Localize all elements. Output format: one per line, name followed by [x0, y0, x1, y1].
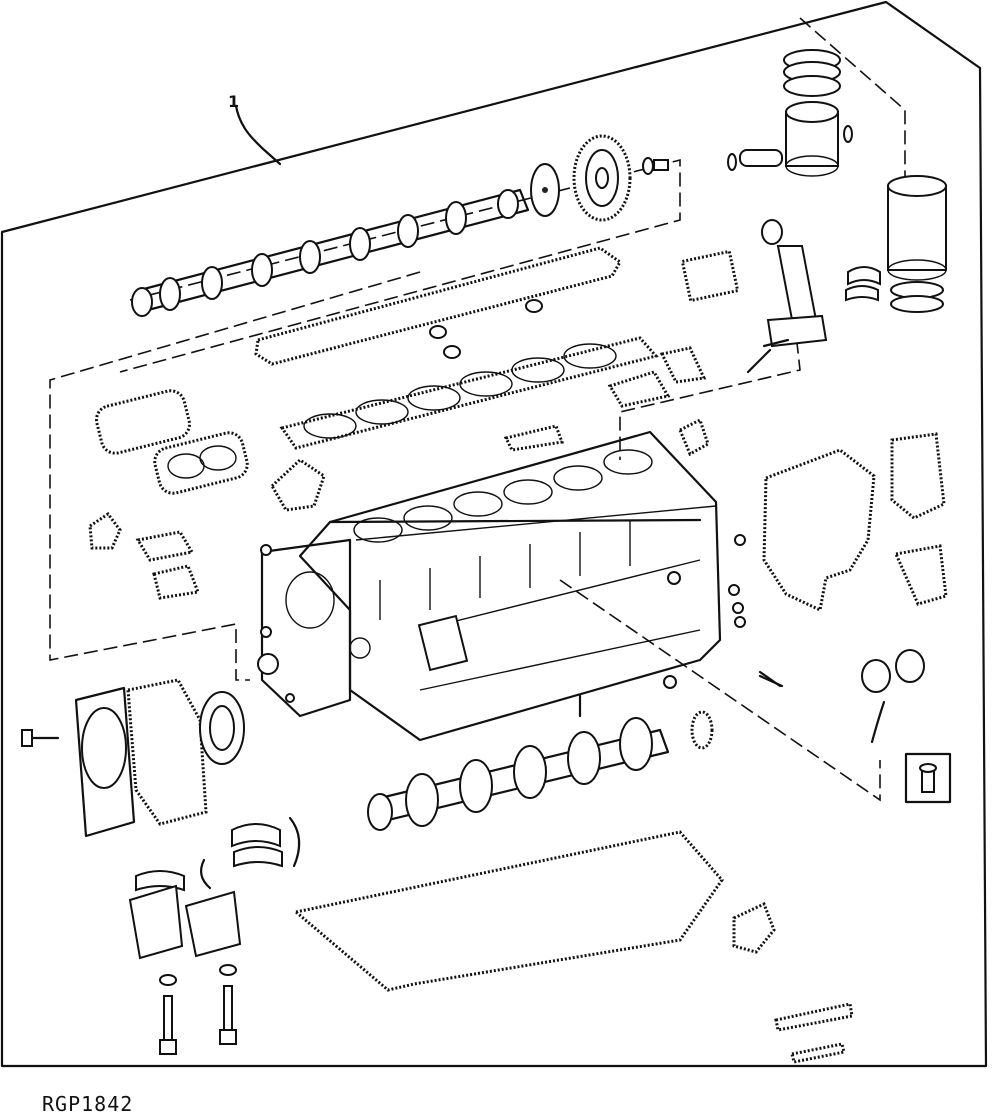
front-cover-gasket [126, 678, 208, 826]
main-bearing-caps [128, 884, 242, 960]
elbow-gasket [503, 424, 565, 452]
reference-number-label: 1 [228, 92, 240, 111]
main-bearing-cap-screws [159, 964, 237, 1055]
round-gasket [678, 417, 710, 457]
main-bearing-inserts [135, 823, 283, 892]
o-ring-small [443, 345, 461, 359]
piston [785, 101, 839, 177]
o-ring-small [429, 325, 447, 339]
timing-cover-gasket [762, 448, 876, 613]
piston-rings [783, 49, 841, 97]
valve-cover-gasket [254, 246, 622, 366]
oil-filter-base-gasket [732, 901, 776, 954]
cylinder-block [298, 430, 722, 742]
diagram-frame [0, 0, 988, 1068]
front-seal-housing [74, 686, 136, 838]
crankshaft [367, 717, 670, 831]
block-front-plate [260, 538, 371, 718]
manifold-gasket [95, 389, 249, 495]
small-strip-gasket [774, 1002, 854, 1032]
cap-screw [21, 729, 60, 747]
rod-bearing-inserts [845, 266, 881, 302]
figure-id: RGP1842 [42, 1092, 134, 1116]
spring-pin [870, 700, 886, 744]
thrust-washers [199, 816, 301, 890]
dashed-outline-left [49, 271, 421, 681]
inset-box [904, 752, 952, 804]
o-ring-small [525, 299, 543, 313]
small-strip-gasket [790, 1042, 846, 1064]
expansion-plugs [257, 534, 746, 703]
thrust-plate [530, 163, 560, 217]
camshaft-gear [572, 134, 632, 222]
outlet-gasket [659, 346, 707, 384]
piston-pin-and-clips [727, 125, 853, 171]
oil-line-pin [758, 670, 782, 688]
thermostat-gasket [88, 511, 122, 550]
connecting-rod [761, 219, 828, 348]
dashed-outline-right [799, 17, 906, 180]
cylinder-liner [887, 175, 947, 281]
oil-pan-gasket [292, 830, 724, 992]
small-flange-gasket [135, 530, 195, 562]
oil-pan-front-gasket [890, 432, 946, 520]
injection-pump-gasket [680, 249, 740, 303]
block-side-cover [417, 614, 469, 672]
camshaft [131, 188, 530, 317]
port-gasket [607, 370, 671, 408]
gear-washer-and-bolt [642, 157, 669, 175]
wear-sleeve [861, 649, 925, 693]
dashed-outline-lower [559, 579, 881, 802]
rear-seal-housing-gasket [893, 544, 948, 606]
small-flange-gasket [152, 564, 201, 600]
liner-seal-rings [890, 281, 944, 313]
water-pump-gasket [270, 458, 326, 512]
reference-leader-line [234, 104, 282, 166]
crankshaft-gear [690, 710, 714, 750]
rod-bolts [746, 338, 790, 374]
front-oil-seal [199, 691, 245, 765]
cylinder-head-gasket [279, 336, 659, 450]
